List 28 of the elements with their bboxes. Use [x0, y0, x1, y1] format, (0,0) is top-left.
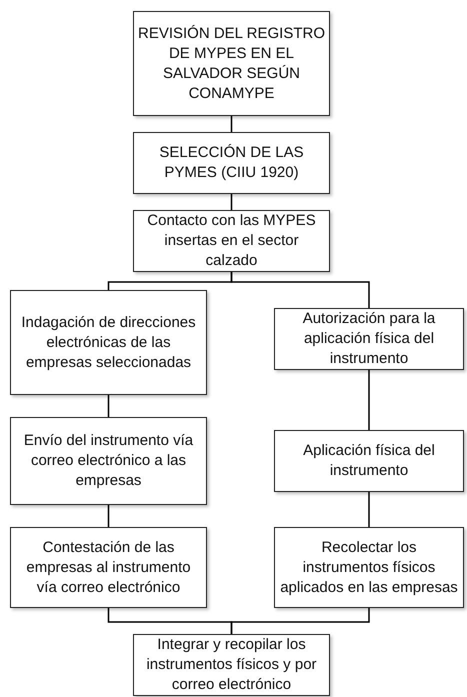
step-text: REVISIÓN DEL REGISTRO DE MYPES EN EL SALVADOR SEGÚN CONAMYPE: [138, 24, 325, 104]
step-text: Contestación de las empresas al instrumento vía correo electrónico: [25, 538, 192, 598]
step-text: SELECCIÓN DE LAS PYMES (CIIU 1920): [158, 143, 305, 183]
step-text: Aplicación física del instrumento: [302, 441, 436, 481]
process-box: [10, 290, 207, 395]
process-box: [133, 210, 330, 272]
process-box: [274, 527, 464, 608]
process-box: [10, 527, 207, 608]
connector-line: [108, 395, 110, 417]
process-box: [133, 634, 330, 696]
step-text: Envío del instrumento vía correo electrónico a las empresas: [22, 431, 194, 491]
process-box: [10, 417, 207, 505]
step-text: Recolectar los instrumentos físicos aplicados en las empresas: [279, 538, 459, 598]
step-text: Integrar y recopilar los instrumentos físicos y por correo electrónico: [145, 635, 318, 695]
connector-line: [230, 608, 370, 634]
connector-line: [368, 370, 370, 430]
process-box: [133, 132, 330, 194]
connector-line: [230, 194, 232, 210]
step-text: Indagación de direcciones electrónicas de las empresas seleccionadas: [20, 312, 197, 372]
process-box: [274, 430, 464, 492]
step-text: Contacto con las MYPES insertas en el sector calzado: [146, 211, 317, 271]
connector-line: [230, 272, 370, 308]
connector-line: [108, 505, 110, 527]
process-box: [133, 11, 330, 116]
connector-line: [230, 116, 232, 132]
process-box: [274, 308, 464, 370]
connector-line: [368, 492, 370, 527]
step-text: Autorización para la aplicación física del instrumento: [302, 309, 436, 369]
